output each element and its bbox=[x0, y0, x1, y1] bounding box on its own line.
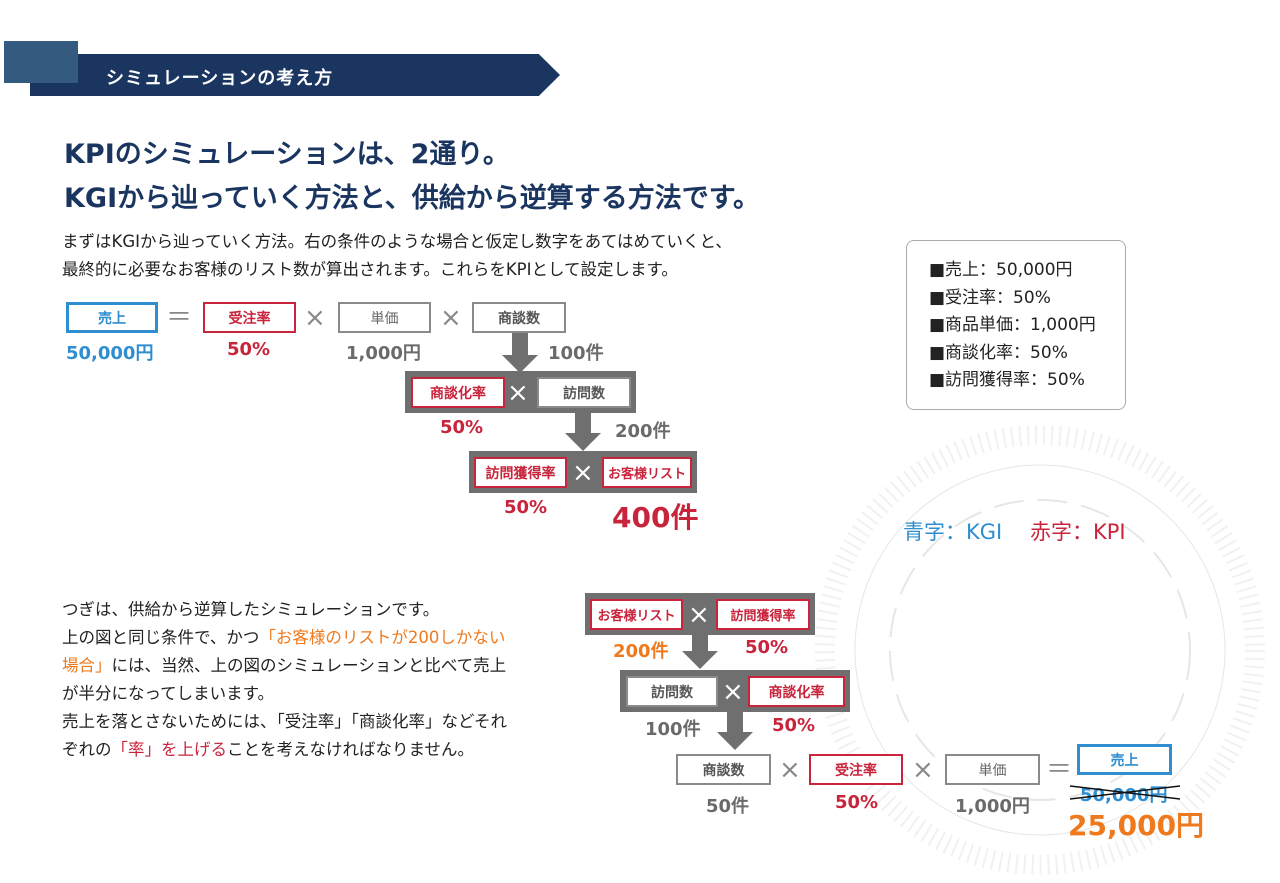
legend-blue: 青字：KGI bbox=[903, 520, 1003, 544]
header-title: シミュレーションの考え方 bbox=[106, 68, 334, 89]
times-sign: × bbox=[572, 458, 594, 488]
times-sign: × bbox=[688, 600, 710, 630]
meeting-rate-box: 商談化率 bbox=[411, 377, 505, 408]
visit-rate-box: 訪問獲得率 bbox=[474, 457, 567, 488]
condition-unit-price: ■商品単価：1,000円 bbox=[929, 315, 1096, 335]
header-banner bbox=[30, 54, 560, 96]
new-sales-value: 25,000円 bbox=[1068, 809, 1205, 842]
highlight-text: 「お客様のリストが200しかない bbox=[259, 628, 506, 647]
intro-line-1: まずはKGIから辿っていく方法。右の条件のような場合と仮定し数字をあてはめていく… bbox=[62, 232, 732, 251]
times-sign: × bbox=[912, 755, 934, 785]
condition-order-rate: ■受注率：50% bbox=[929, 287, 1051, 308]
visit-rate-value: 50% bbox=[745, 637, 789, 658]
order-rate-value: 50% bbox=[835, 792, 879, 813]
background-radial-decoration bbox=[815, 425, 1265, 875]
outro-line-3: 場合」には、当然、上の図のシミュレーションと比べて売上 bbox=[62, 652, 506, 680]
customer-list-box: お客様リスト bbox=[602, 457, 692, 488]
unit-price-value: 1,000円 bbox=[346, 343, 421, 364]
text: ぞれの bbox=[62, 740, 112, 759]
visit-rate-value: 50% bbox=[504, 497, 548, 518]
legend-red: 赤字：KPI bbox=[1030, 520, 1126, 544]
times-sign: × bbox=[304, 303, 326, 333]
outro-line-5: 売上を落とさないためには、「受注率」「商談化率」などそれ bbox=[62, 712, 508, 731]
meeting-rate-box: 商談化率 bbox=[748, 676, 845, 707]
customer-list-box: お客様リスト bbox=[590, 599, 683, 630]
times-sign: × bbox=[722, 677, 744, 707]
outro-line-1: つぎは、供給から逆算したシミュレーションです。 bbox=[62, 600, 440, 619]
equals-sign: ＝ bbox=[1046, 755, 1073, 785]
visits-box: 訪問数 bbox=[626, 676, 718, 707]
meeting-rate-value: 50% bbox=[440, 417, 484, 438]
text: には、当然、上の図のシミュレーションと比べて売上 bbox=[111, 656, 507, 675]
header-accent bbox=[4, 41, 78, 83]
meetings-box: 商談数 bbox=[472, 302, 566, 333]
intro-line-2: 最終的に必要なお客様のリスト数が算出されます。これらをKPIとして設定します。 bbox=[62, 260, 678, 279]
unit-price-box: 単価 bbox=[945, 754, 1040, 785]
meetings-box: 商談数 bbox=[676, 754, 771, 785]
outro-line-4: が半分になってしまいます。 bbox=[62, 684, 275, 703]
headline-2: KGIから辿っていく方法と、供給から逆算する方法です。 bbox=[64, 183, 760, 214]
text: ことを考えなければなりません。 bbox=[227, 740, 475, 759]
highlight-text: 場合」 bbox=[62, 656, 112, 675]
equals-sign: ＝ bbox=[166, 303, 193, 333]
visit-rate-box: 訪問獲得率 bbox=[716, 599, 810, 630]
condition-meeting-rate: ■商談化率：50% bbox=[929, 342, 1068, 363]
order-rate-value: 50% bbox=[227, 339, 271, 360]
sales-box: 売上 bbox=[1077, 744, 1172, 775]
sales-value: 50,000円 bbox=[66, 343, 154, 364]
sales-box: 売上 bbox=[66, 302, 158, 333]
outro-line-6: ぞれの「率」を上げることを考えなければなりません。 bbox=[62, 736, 474, 764]
visits-value: 100件 bbox=[645, 719, 701, 740]
times-sign: × bbox=[507, 378, 529, 408]
customer-list-value: 200件 bbox=[613, 641, 669, 662]
text: 上の図と同じ条件で、かつ bbox=[62, 628, 260, 647]
customer-list-value: 400件 bbox=[612, 501, 699, 534]
conditions-box: ■売上：50,000円 ■受注率：50% ■商品単価：1,000円 ■商談化率：… bbox=[906, 240, 1126, 410]
strike-through-icon bbox=[1070, 785, 1180, 800]
meetings-value: 100件 bbox=[548, 343, 604, 364]
meetings-value: 50件 bbox=[706, 796, 750, 817]
highlight-text: 「率」を上げる bbox=[111, 740, 228, 759]
outro-line-2: 上の図と同じ条件で、かつ「お客様のリストが200しかない bbox=[62, 624, 505, 652]
unit-price-value: 1,000円 bbox=[955, 796, 1030, 817]
times-sign: × bbox=[440, 303, 462, 333]
visits-value: 200件 bbox=[615, 421, 671, 442]
visits-box: 訪問数 bbox=[537, 377, 631, 408]
condition-visit-rate: ■訪問獲得率：50% bbox=[929, 370, 1085, 390]
meeting-rate-value: 50% bbox=[772, 715, 816, 736]
headline-1: KPIのシミュレーションは、2通り。 bbox=[64, 139, 510, 170]
order-rate-box: 受注率 bbox=[203, 302, 296, 333]
order-rate-box: 受注率 bbox=[809, 754, 903, 785]
times-sign: × bbox=[779, 755, 801, 785]
unit-price-box: 単価 bbox=[338, 302, 431, 333]
condition-sales: ■売上：50,000円 bbox=[929, 260, 1073, 280]
